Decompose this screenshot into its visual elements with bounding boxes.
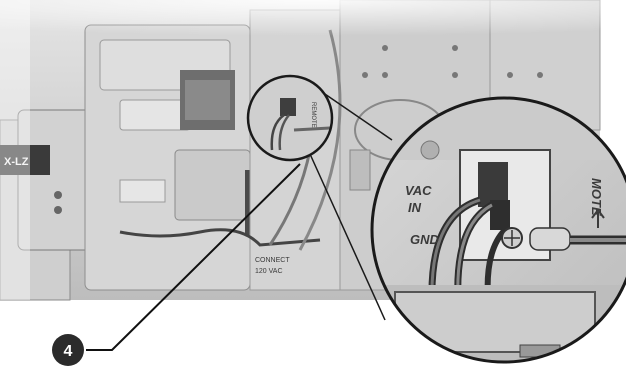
vac-label: VAC <box>405 183 432 198</box>
callout-number: 4 <box>64 343 73 360</box>
led-dot <box>54 206 62 214</box>
small-remote-label: REMOTE <box>310 102 316 128</box>
connect-label: CONNECT <box>255 257 290 264</box>
remote-label: MOTE <box>589 178 604 216</box>
voltage-label: 120 VAC <box>255 268 283 275</box>
in-label: IN <box>408 200 422 215</box>
led-dot <box>54 191 62 199</box>
callout-badge: 4 <box>52 334 84 366</box>
gnd-label: GND <box>410 232 440 247</box>
